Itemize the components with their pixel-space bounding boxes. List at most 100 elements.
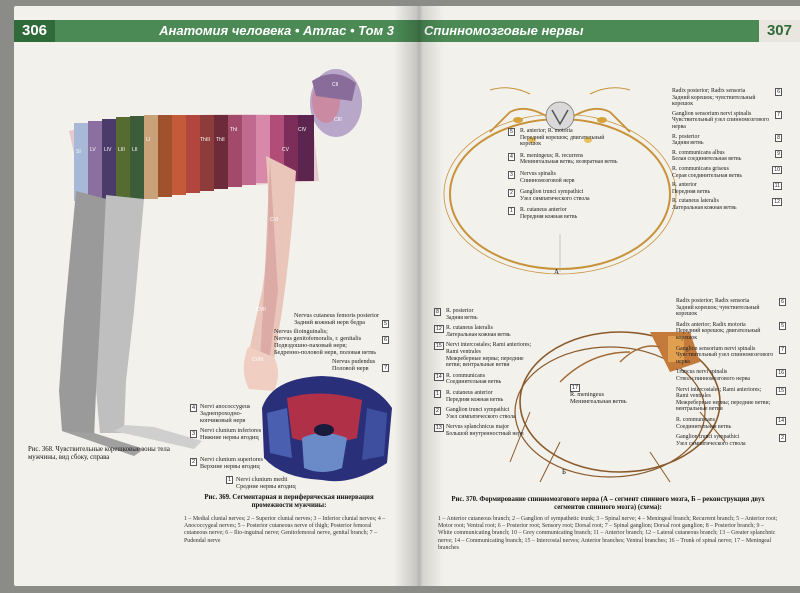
fig369-label: Nervi anococcygeus <box>200 403 251 410</box>
diagram-label-russian: Большой внутренностный нерв <box>446 430 524 437</box>
diagram-label-latin: Radix posterior; Radix sensoria <box>676 298 750 304</box>
diagram-label-latin: R. posterior <box>446 308 474 314</box>
diagram-label-russian: Ствол спинномозгового нерва <box>676 375 750 382</box>
fig369-number: 1 <box>226 476 234 484</box>
fig369-number: 6 <box>382 336 390 344</box>
diagram-label-latin: Nervi intercostales; Rami anteriores; Ra… <box>676 386 762 400</box>
diagram-label-number: 6 <box>775 88 782 96</box>
perineum-figure <box>262 376 392 482</box>
diagram-label-latin: R. communicans <box>676 416 715 423</box>
diagram-label-number: 14 <box>776 416 786 425</box>
diagram-label-number: 15 <box>434 342 444 351</box>
diagram-label-russian: Белая соединительная ветвь <box>672 156 742 163</box>
fig369-label: Nervi clunium medii <box>236 476 288 483</box>
diagram-label-russian: Менингеальная ветвь; возвратная ветвь <box>520 159 618 166</box>
diagram-label-latin: Ganglion sensorium nervi spinalis <box>672 110 752 117</box>
fig369-number: 3 <box>190 430 198 438</box>
fig369-number: 5 <box>382 320 390 328</box>
fig369-number: 4 <box>190 404 198 412</box>
svg-text:CIV: CIV <box>298 127 307 133</box>
diagram-label-russian: Задний корешок; чувствительный корешок <box>676 304 760 318</box>
diagram-label-latin: R. cutaneus lateralis <box>446 325 493 332</box>
svg-text:CV: CV <box>282 147 290 153</box>
diagram-label-russian: Узел симпатического ствола <box>520 195 590 202</box>
fig370-caption: Рис. 370. Формирование спинномозгового н… <box>451 496 765 511</box>
diagram-label-number: 11 <box>772 182 782 191</box>
fig369-label: Nervus pudendus <box>332 358 376 365</box>
svg-text:LI: LI <box>146 137 150 143</box>
right-header-title: Спинномозговые нервы <box>424 23 584 38</box>
diagram-a-letter: А <box>554 268 560 276</box>
fig369-label: Половой нерв <box>332 365 369 372</box>
diagram-label-number: 10 <box>772 165 782 174</box>
diagram-label-number: 8 <box>775 133 782 142</box>
diagram-label-latin: R. communicans <box>446 372 485 379</box>
diagram-b-reconstruction <box>509 331 726 483</box>
svg-text:LV: LV <box>90 147 96 153</box>
fig369-label: Nervus genitofemoralis, r. genitalis <box>274 335 362 342</box>
diagram-label-latin: Ganglion sensorium nervi spinalis <box>676 345 756 352</box>
fig369-label: Nervi clunium superiores <box>200 456 263 463</box>
svg-text:CVI: CVI <box>270 217 278 223</box>
svg-text:LIV: LIV <box>104 147 112 153</box>
diagram-b-letter: Б <box>562 468 567 476</box>
diagram-label-russian: Латеральная кожная ветвь <box>672 204 737 211</box>
diagram-label-russian: Задняя ветвь <box>446 314 478 321</box>
diagram-label-number: 3 <box>508 170 515 179</box>
left-page-number: 306 <box>14 20 56 42</box>
svg-text:ThI: ThI <box>230 127 237 133</box>
diagram-label-number: 12 <box>772 198 782 207</box>
diagram-label-number: 14 <box>434 372 444 381</box>
diagram-label-russian: Межреберные нервы; передние ветви; вентр… <box>446 355 524 369</box>
svg-text:CII: CII <box>332 82 338 88</box>
fig369-label: Верхние нервы ягодиц <box>200 463 260 470</box>
fig369-number: 2 <box>190 458 198 466</box>
diagram-a-segment <box>443 87 677 275</box>
fig370-legend: 1 – Anterior cutaneous branch; 2 – Gangl… <box>438 516 778 551</box>
diagram-label-latin: Ganglion trunci sympathici <box>676 434 740 441</box>
diagram-label-latin: Nervi intercostales; Rami anteriores; Ra… <box>446 342 532 355</box>
diagram-label-russian: Чувствительный узел спинномозгового нерв… <box>676 352 774 365</box>
diagram-label-latin: R. anterior; R. motoria <box>520 128 573 134</box>
diagram-label-russian: Соединительная ветвь <box>446 379 502 386</box>
diagram-label-russian: Передняя кожная ветвь <box>520 213 578 220</box>
diagram-label-russian: Узел симпатического ствола <box>676 440 746 447</box>
diagram-label-number: 7 <box>779 345 786 354</box>
diagram-label-russian: Серая соединительная ветвь <box>672 172 743 179</box>
svg-text:CIII: CIII <box>334 117 342 123</box>
diagram-label-latin: R. posterior <box>672 133 700 140</box>
diagram-label-russian: Межреберные нервы; передние ветви; вентр… <box>676 399 771 413</box>
fig369-number: 7 <box>382 364 390 372</box>
diagram-b-center-lat: R. meningeus <box>570 391 605 398</box>
diagram-label-russian: Соединительная ветвь <box>676 423 732 430</box>
fig369-label: Нижние нервы ягодиц <box>200 434 259 441</box>
diagram-label-latin: Truncus nervi spinalis <box>676 369 728 376</box>
diagram-label-latin: Ganglion trunci sympathici <box>446 407 510 414</box>
fig369-label: Бедренно-половой нерв, половая ветвь <box>274 349 377 356</box>
svg-text:CVII: CVII <box>256 307 266 313</box>
svg-text:ThIII: ThIII <box>200 137 210 143</box>
diagram-b-center-number: 17 <box>570 384 581 392</box>
fig369-label: Nervus ilioinguinalis; <box>274 328 328 335</box>
diagram-label-number: 1 <box>434 389 441 398</box>
diagram-label-number: 5 <box>779 321 786 330</box>
fig369-label: Подвздошно-паховый нерв; <box>274 342 347 349</box>
diagram-label-number: 8 <box>434 308 441 316</box>
diagram-label-number: 12 <box>434 325 444 334</box>
